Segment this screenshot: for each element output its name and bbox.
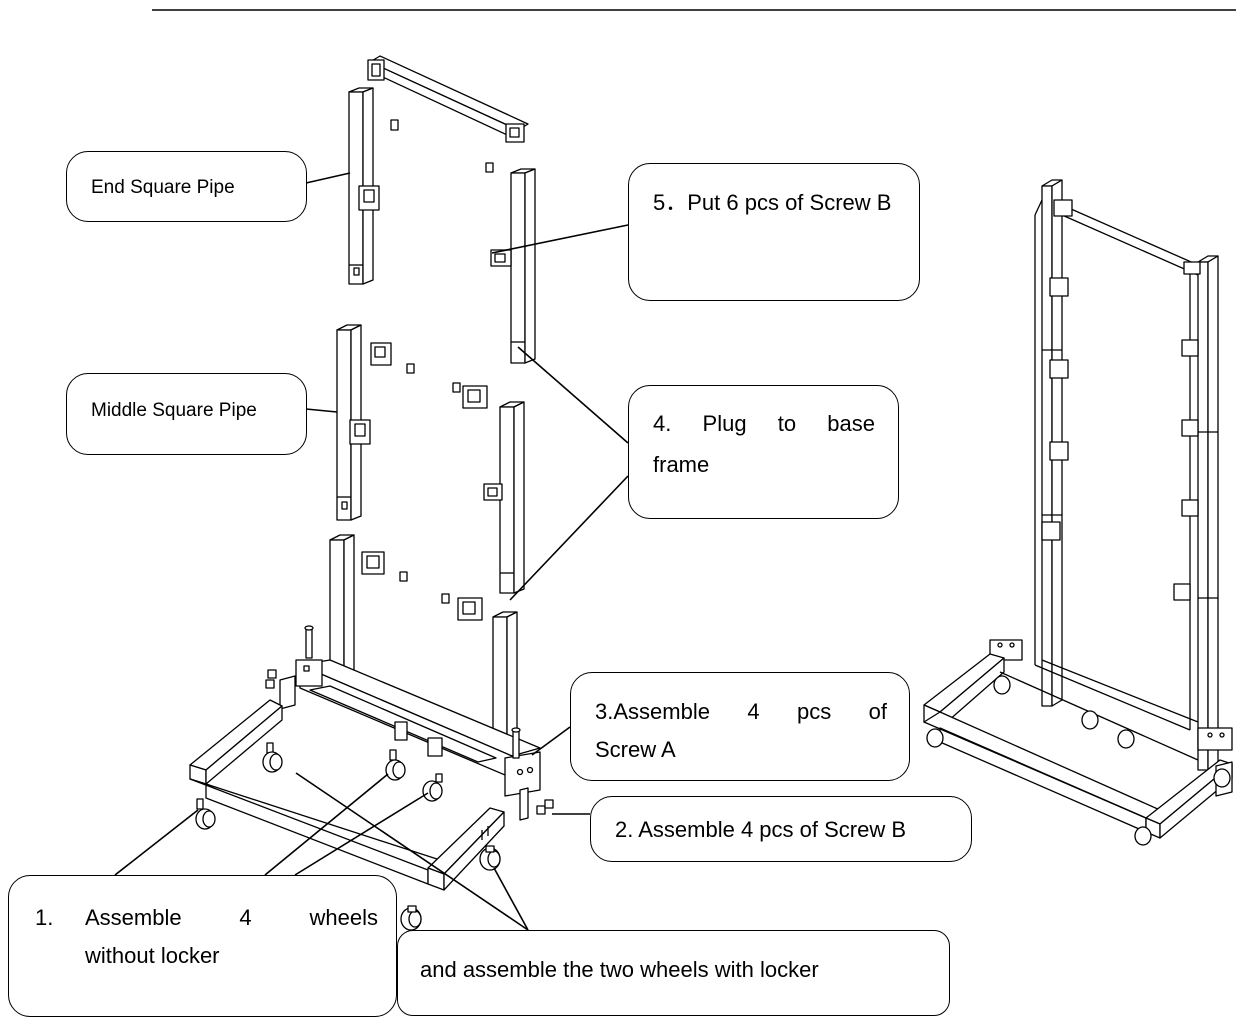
callout-end-square-pipe-text: End Square Pipe (91, 177, 235, 198)
screw-b (265, 669, 554, 815)
leader-step1-c (294, 792, 429, 876)
middle-screws (406, 363, 488, 409)
callout-step-1b: and assemble the two wheels with locker (397, 930, 950, 1016)
top-crossbar (367, 55, 529, 143)
wheel (385, 749, 406, 781)
leader-step4-a (517, 346, 629, 444)
callout-step-5-text: 5．Put 6 pcs of Screw B (653, 190, 892, 215)
callout-step-4: 4. Plug to base frame (628, 385, 899, 519)
assembled-stand (923, 179, 1233, 846)
middle-square-pipe-left (336, 324, 392, 521)
leader-step1-a (114, 809, 199, 876)
callout-end-square-pipe: End Square Pipe (66, 151, 307, 222)
end-square-pipe-right (490, 168, 536, 364)
wheel (195, 798, 216, 830)
leader-lines (114, 172, 629, 931)
callout-middle-square-pipe-text: Middle Square Pipe (91, 400, 257, 421)
screw-a (304, 625, 521, 759)
wheel-group (195, 742, 501, 931)
wheel (262, 742, 283, 773)
leader-step1-b (264, 773, 389, 876)
locker-wheel (400, 905, 422, 931)
middle-square-pipe-right (483, 401, 525, 594)
callout-step-2-text: 2. Assemble 4 pcs of Screw B (615, 817, 907, 842)
callout-step-1-line1: Assemble 4 wheels (85, 905, 378, 930)
callout-middle-square-pipe: Middle Square Pipe (66, 373, 307, 455)
leader-step3 (531, 726, 571, 756)
leader-step4-b (509, 475, 629, 601)
callout-step-3-line1: 3.Assemble 4 pcs of (595, 699, 887, 724)
callout-step-4-line2: frame (653, 452, 710, 477)
callout-step-1: 1. Assemble 4 wheels without locker (8, 875, 397, 1017)
callout-step-1b-text: and assemble the two wheels with locker (420, 957, 819, 982)
callout-step-4-line1: 4. Plug to base (653, 411, 875, 436)
leader-step5 (491, 224, 629, 254)
leader-middle-pipe (305, 408, 338, 413)
callout-step-5: 5．Put 6 pcs of Screw B (628, 163, 920, 301)
callout-step-2: 2. Assemble 4 pcs of Screw B (590, 796, 972, 862)
leader-step1b-b (493, 867, 529, 931)
leader-step1b-a (295, 772, 529, 931)
leader-end-pipe (305, 172, 351, 184)
callout-step-3-line2: Screw A (595, 737, 676, 762)
end-square-pipe-left (348, 87, 380, 285)
base-frame (279, 534, 541, 821)
callout-step-1-number: 1. (35, 905, 54, 930)
locker-wheel (479, 845, 501, 871)
wheel (422, 773, 443, 802)
lower-u-base (189, 699, 505, 891)
top-screws (390, 119, 494, 173)
callout-step-3: 3.Assemble 4 pcs of Screw A (570, 672, 910, 781)
callout-step-1-line2: without locker (85, 943, 220, 968)
